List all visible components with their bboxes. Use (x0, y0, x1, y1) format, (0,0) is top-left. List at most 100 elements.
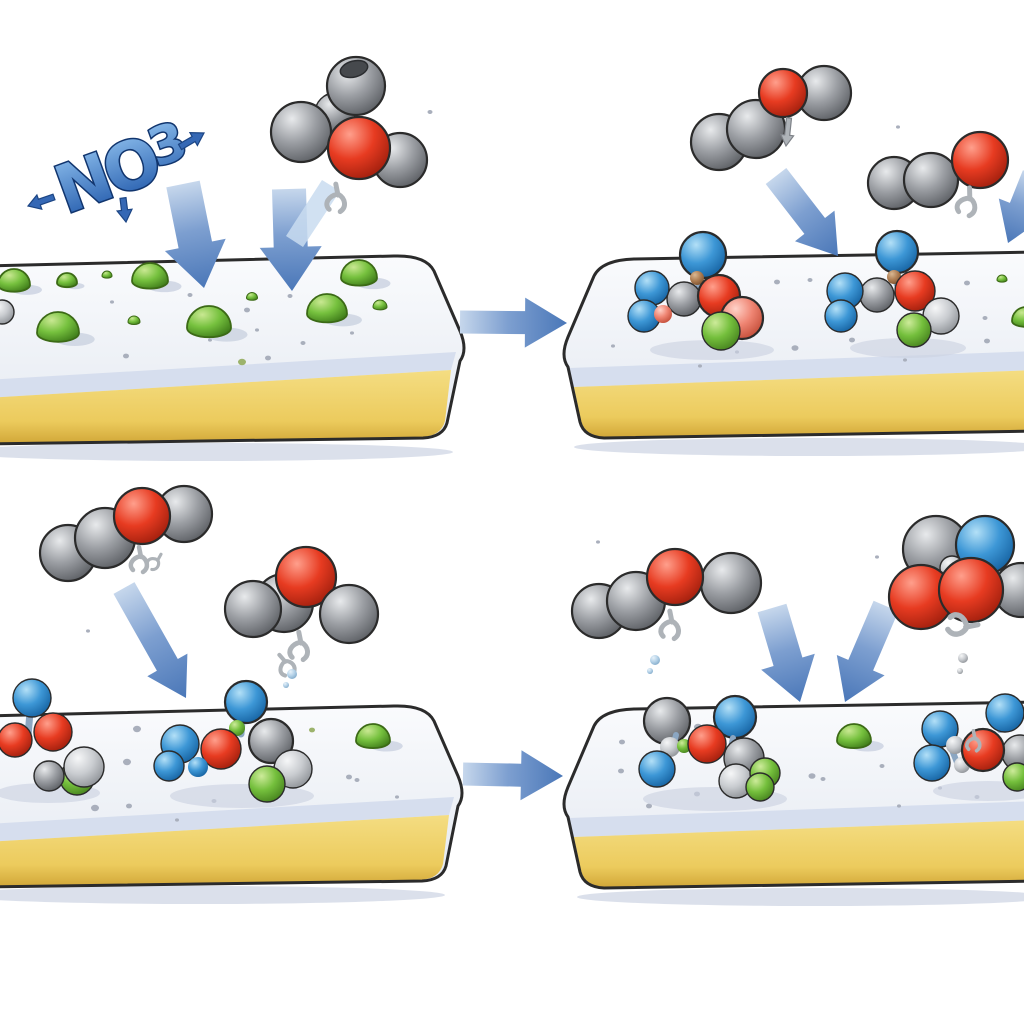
blue-atom (223, 679, 269, 725)
adsorption-arrow-down (757, 603, 815, 702)
surface-speckle (611, 344, 615, 348)
surface-speckle (879, 764, 885, 768)
pink-atom (654, 305, 672, 323)
blue-atom (874, 229, 920, 275)
sphere-cavity (339, 59, 369, 79)
gas-molecule-linear-1 (689, 64, 853, 172)
slab-front-face (574, 370, 1024, 437)
gas-molecule-linear-3 (570, 547, 763, 674)
molecule-claw (287, 629, 310, 663)
surface-speckle (91, 804, 99, 812)
surface-speckle (982, 316, 988, 320)
lgray-atom (957, 668, 963, 674)
surface-speckle (86, 629, 90, 633)
surface-speckle (596, 540, 600, 544)
surface-speckle (849, 337, 855, 343)
slab-front-face (0, 815, 449, 886)
molecule-claw (954, 185, 978, 219)
surface-speckle (698, 364, 702, 368)
gas-molecule-triangle (223, 545, 380, 688)
surface-speckle (897, 804, 901, 808)
red-atom (0, 722, 33, 758)
surface-speckle (255, 328, 259, 332)
gray-atom (699, 551, 763, 615)
surface-speckle (309, 727, 315, 733)
surface-speckle (903, 358, 907, 362)
edge-debris-sphere (0, 299, 15, 325)
slab-shadow (0, 443, 453, 461)
gas-molecule-cluster (887, 514, 1024, 674)
connector-top (459, 297, 567, 348)
surface-speckle (808, 773, 816, 779)
green-site-dome (355, 723, 391, 749)
green-atom (248, 765, 286, 803)
green-site-dome (56, 272, 78, 289)
green-site-dome (996, 274, 1008, 283)
catalyst-slab-2-outline (562, 250, 1024, 440)
red-atom (950, 130, 1010, 190)
adsorbed-cluster-5 (638, 694, 781, 802)
molecule-claw (945, 612, 981, 637)
detach-arrow (779, 117, 795, 148)
surface-speckle (875, 555, 879, 559)
surface-speckle (618, 768, 624, 774)
molecule-claw (658, 608, 681, 642)
slab-front-face (574, 820, 1024, 887)
panel-top-left: NO3 (0, 55, 466, 461)
blue-atom (153, 750, 185, 782)
slab-front-face (0, 370, 451, 443)
surface-speckle (346, 774, 352, 780)
green-site-dome (306, 293, 348, 324)
slab-edge-band (569, 801, 1024, 837)
panel-bottom-right (562, 514, 1024, 906)
faded-arrow (286, 180, 340, 247)
blue-atom (985, 693, 1024, 733)
lgray-atom (946, 736, 964, 754)
red-atom (200, 728, 242, 770)
lgray-atom (660, 737, 680, 757)
adsorption-arrow-diagonal (113, 582, 188, 698)
surface-speckle (646, 803, 652, 809)
reaction-step-arrow-bottom (462, 750, 563, 801)
adsorbed-cluster-1 (627, 230, 765, 351)
surface-speckle (350, 331, 354, 335)
green-site-dome (101, 270, 113, 279)
vibration-arrow (26, 193, 56, 211)
surface-speckle (126, 803, 132, 809)
catalyst-slab-4-outline (562, 700, 1024, 890)
slab-shadow (574, 438, 1024, 456)
surface-speckle (300, 341, 306, 345)
surface-speckle (896, 125, 900, 129)
surface-speckle (287, 294, 293, 298)
tan-atom (690, 271, 704, 285)
gray-atom (33, 760, 65, 792)
gas-molecule-gray-red-cluster (269, 55, 433, 215)
green-atom (745, 772, 775, 802)
cluster-shadow (933, 781, 1024, 801)
green-site-dome (131, 262, 169, 290)
green-site-dome (127, 315, 141, 325)
lgray-atom (958, 653, 968, 663)
cluster-shadow (650, 340, 774, 360)
slab-edge-band (0, 797, 454, 842)
slab-edge-band (569, 351, 1024, 387)
blue-atom (12, 678, 52, 718)
surface-speckle (774, 279, 780, 285)
green-site-dome (372, 299, 388, 311)
adsorbed-cluster-4 (153, 679, 313, 803)
green-atom (896, 312, 932, 348)
red-atom (937, 556, 1005, 624)
surface-speckle (984, 338, 990, 344)
reaction-step-arrow-top (459, 297, 567, 348)
paleblue-atom (650, 655, 660, 665)
red-atom (757, 67, 809, 119)
red-atom (326, 115, 392, 181)
green-atom (701, 311, 741, 351)
green-site-dome (836, 723, 872, 749)
catalyst-slab-1-outline (0, 254, 466, 446)
vibration-arrow (115, 196, 133, 224)
surface-speckle (395, 795, 399, 799)
blue-atom (824, 299, 858, 333)
gray-atom (642, 696, 692, 746)
surface-speckle (427, 110, 433, 114)
